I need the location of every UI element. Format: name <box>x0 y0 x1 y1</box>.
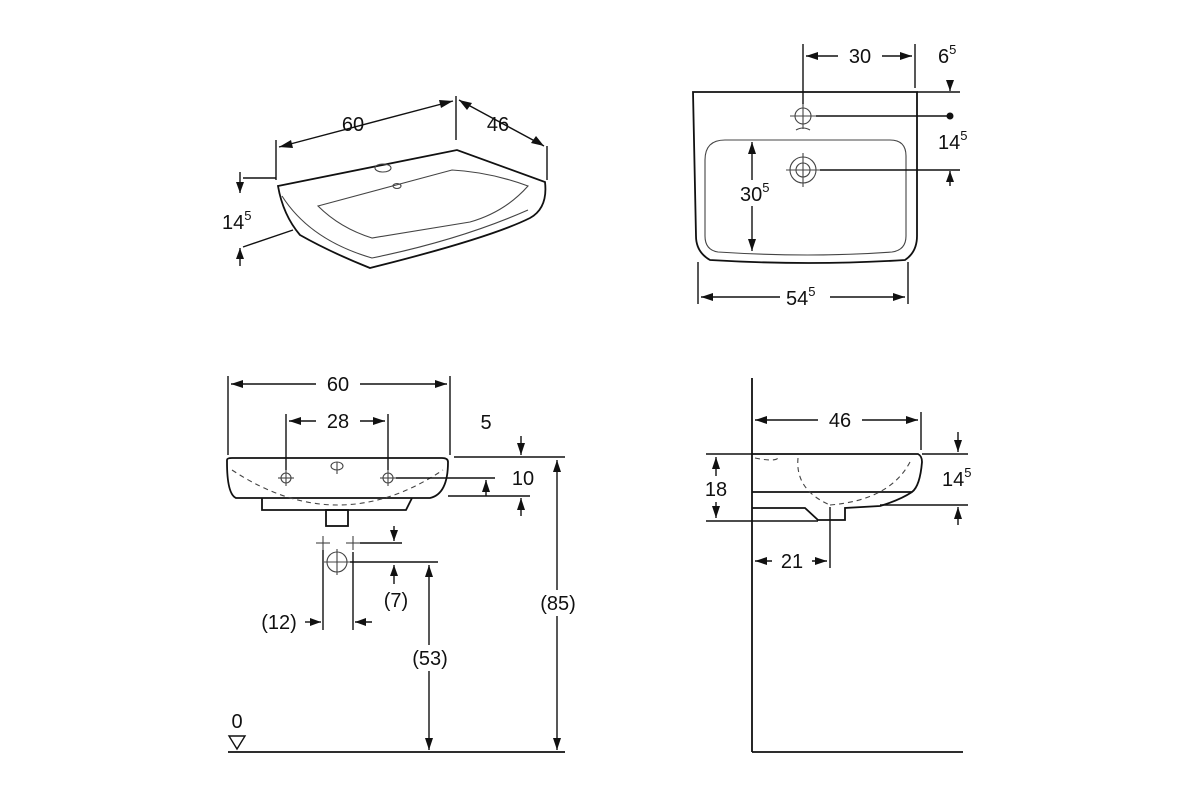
iso-depth-label: 46 <box>487 114 509 136</box>
front-left-hole <box>278 470 294 486</box>
front-drain-offset-label: (7) <box>384 590 408 612</box>
side-rim-height-label: 145 <box>942 465 971 491</box>
front-hole-spacing-label: 28 <box>327 411 349 433</box>
front-drain-height-label: (53) <box>412 648 448 670</box>
top-view: 30 65 145 305 545 <box>692 42 967 310</box>
front-install-height-label: (85) <box>540 593 576 615</box>
top-tap-edge-label: 65 <box>938 42 956 68</box>
front-rim-top-label: 5 <box>480 412 491 434</box>
top-basin-outline <box>692 91 918 264</box>
iso-basin-outline <box>276 149 547 269</box>
iso-tap-hole <box>374 163 392 173</box>
top-tap-to-drain-label: 145 <box>938 128 967 154</box>
front-right-hole <box>380 470 396 486</box>
top-tap-offset-label: 30 <box>849 46 871 68</box>
iso-basin-rim-inner <box>316 169 529 239</box>
side-drain-distance-label: 21 <box>781 551 803 573</box>
iso-width-label: 60 <box>342 114 364 136</box>
top-bowl-depth-label: 305 <box>740 180 769 206</box>
floor-level-icon <box>227 735 247 751</box>
front-trap <box>325 509 349 527</box>
top-bowl-width-label: 545 <box>786 284 815 310</box>
front-view: 60 28 5 10 (85) <box>226 371 583 753</box>
front-supply-offset-label: (12) <box>261 612 297 634</box>
front-hole-height-label: 10 <box>512 468 534 490</box>
iso-height-label: 145 <box>222 208 251 234</box>
front-supply-right <box>346 536 360 550</box>
top-bowl-outline <box>704 139 907 256</box>
side-height-label: 18 <box>705 479 727 501</box>
front-basin-outline <box>226 457 449 499</box>
side-basin-outline <box>752 453 923 521</box>
front-width-label: 60 <box>327 374 349 396</box>
front-floor-level-label: 0 <box>231 711 242 733</box>
isometric-view: 60 46 145 <box>222 96 548 269</box>
side-depth-label: 46 <box>829 410 851 432</box>
side-view: 46 18 145 21 <box>700 378 971 753</box>
front-supply-left <box>316 536 330 550</box>
